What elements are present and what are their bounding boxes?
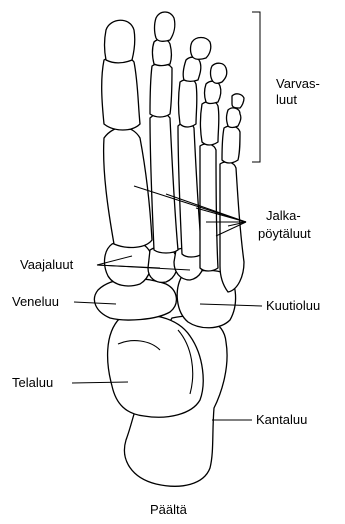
- toe-4-proximal-phalanx: [201, 101, 219, 145]
- toe-3-proximal-phalanx: [179, 79, 197, 127]
- cuboid-label: Kuutioluu: [266, 298, 320, 313]
- phalanges-label-line-2: luut: [276, 92, 297, 107]
- toe-5-proximal-phalanx: [222, 126, 240, 163]
- great-toe-distal-phalanx: [105, 20, 135, 63]
- metatarsal-3-bone: [178, 122, 202, 257]
- toe-2-proximal-phalanx: [150, 63, 172, 117]
- metatarsals-label: Jalka- pöytäluut: [258, 208, 311, 241]
- toe-4-distal-phalanx: [211, 63, 227, 83]
- navicular-label: Veneluu: [12, 294, 59, 309]
- cuneiforms-label: Vaajaluut: [20, 257, 74, 272]
- metatarsals-label-line-2: pöytäluut: [258, 226, 311, 241]
- toe-2-middle-phalanx: [153, 39, 172, 65]
- toe-4-middle-phalanx: [205, 81, 221, 103]
- toe-2-distal-phalanx: [155, 12, 175, 41]
- metatarsal-4-bone: [200, 144, 218, 271]
- metatarsal-5-bone: [220, 162, 244, 292]
- metatarsals-label-line-1: Jalka-: [266, 208, 301, 223]
- phalanges-label-line-1: Varvas-: [276, 76, 320, 91]
- toe-5-middle-phalanx: [227, 108, 241, 128]
- phalanges-bracket: [252, 12, 260, 162]
- view-caption: Päältä: [150, 502, 188, 517]
- phalanges-label: Varvas- luut: [276, 76, 323, 107]
- talus-label: Telaluu: [12, 375, 53, 390]
- metatarsal-1-bone: [104, 128, 152, 248]
- calcaneus-label: Kantaluu: [256, 412, 307, 427]
- metatarsal-2-bone: [150, 114, 178, 254]
- toe-3-middle-phalanx: [183, 57, 201, 81]
- toe-3-distal-phalanx: [191, 38, 211, 60]
- toe-5-distal-phalanx: [232, 94, 244, 108]
- great-toe-proximal-phalanx: [102, 56, 140, 130]
